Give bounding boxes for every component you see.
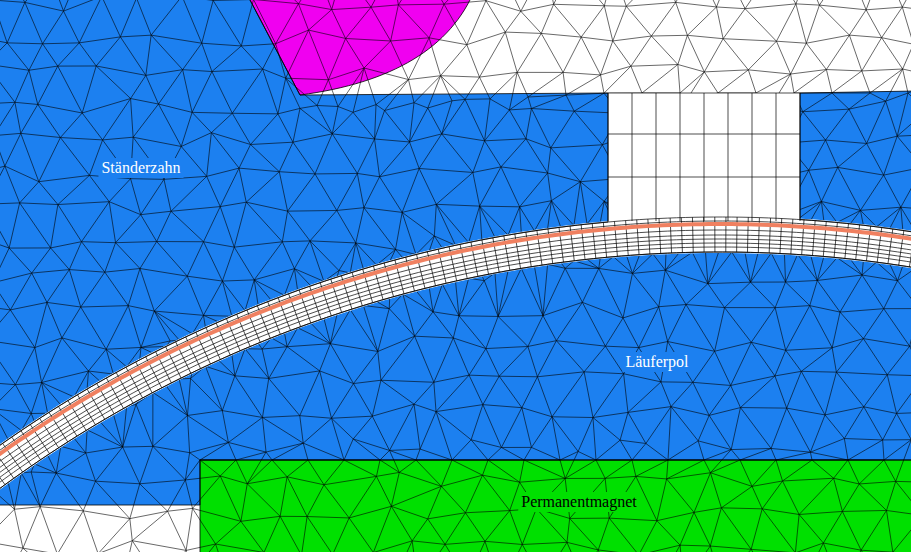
region-outline [800,91,911,232]
gap-layer-line [0,235,911,471]
sliding-band [0,224,911,457]
part-label: Läuferpol [622,352,691,372]
part-label: Permanentmagnet [518,492,640,512]
region-outline [250,0,475,95]
stator-tooth-region [800,91,911,232]
region-outline [0,252,911,505]
winding-region [250,0,475,95]
region-outline [200,460,911,552]
gap-layer-line [0,221,911,454]
slot-mesh [608,93,800,221]
region-outline [0,0,608,449]
gap-layer-line [0,230,911,465]
part-label: Ständerzahn [98,158,183,178]
gap-layer-line [0,247,911,486]
gap-radial-lines [0,217,911,485]
air-gap [0,216,911,493]
gap-layer-line [0,252,911,492]
